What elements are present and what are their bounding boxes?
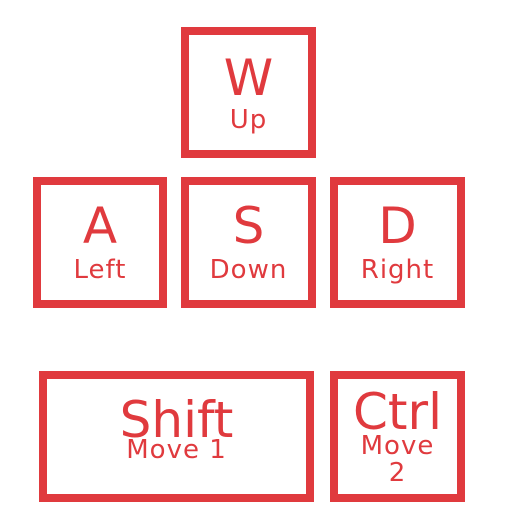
key-ctrl-action-line2: 2 <box>388 458 407 489</box>
key-d-action: Right <box>360 255 435 285</box>
key-s-action: Down <box>209 255 288 285</box>
key-s-letter: S <box>232 197 265 255</box>
key-shift-action: Move 1 <box>126 435 227 465</box>
key-w-action: Up <box>229 105 268 135</box>
key-w: W Up <box>181 27 316 158</box>
key-shift-letter: Shift <box>119 391 234 449</box>
key-ctrl-action-line1: Move <box>360 431 435 461</box>
key-w-letter: W <box>223 49 274 107</box>
key-ctrl: Ctrl Move 2 <box>330 371 465 502</box>
key-ctrl-action: Move 2 <box>338 431 457 489</box>
key-a: A Left <box>33 177 167 308</box>
key-a-letter: A <box>82 197 118 255</box>
key-d: D Right <box>330 177 465 308</box>
key-d-letter: D <box>378 197 417 255</box>
key-s: S Down <box>181 177 316 308</box>
key-ctrl-letter: Ctrl <box>353 383 442 441</box>
key-a-action: Left <box>73 255 127 285</box>
key-shift: Shift Move 1 <box>39 371 314 502</box>
